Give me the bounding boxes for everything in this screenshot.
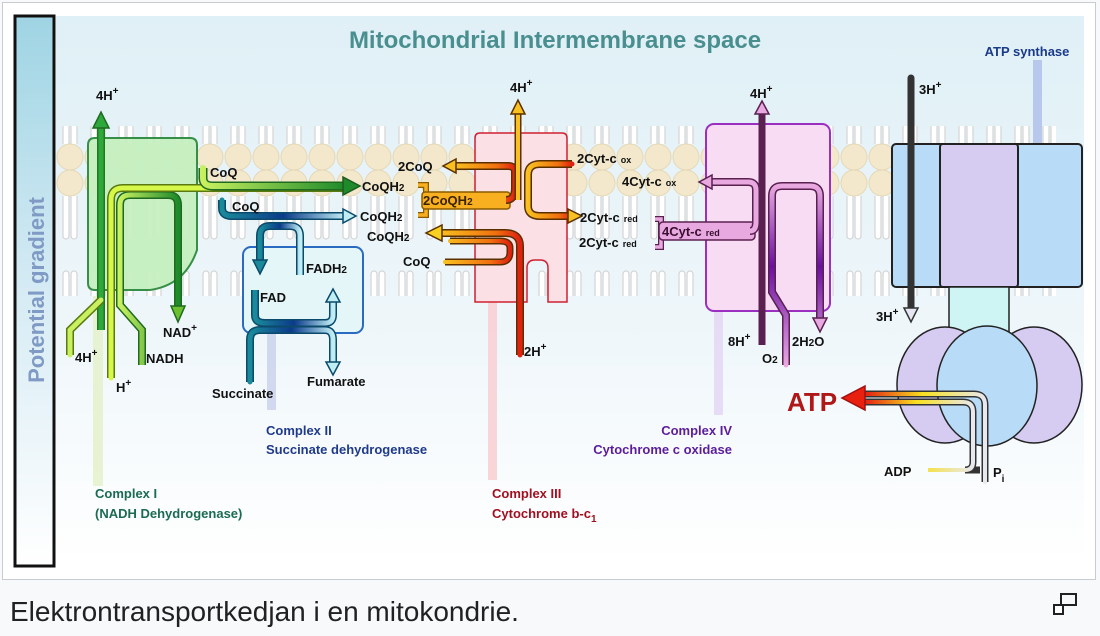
fadh2-label: FADH2 [306, 261, 347, 276]
complex2-name: Complex II [266, 423, 332, 438]
atp-synthase[interactable] [840, 74, 1083, 484]
potential-gradient-bar: Potential gradient [13, 14, 56, 568]
nadh-label: NADH [146, 351, 184, 366]
complex3-subtitle: Cytochrome b-c1 [492, 506, 597, 525]
complex1-stripe [93, 296, 103, 486]
coqh2-label-a: CoQH2 [362, 179, 405, 194]
complex2[interactable] [218, 197, 364, 385]
coq-label-3: CoQ [403, 254, 430, 269]
c1-bottom-4h-label: 4H+ [75, 348, 98, 365]
pi-label: Pi [993, 465, 1005, 485]
two-coq-label: 2CoQ [398, 159, 433, 174]
figure-caption: Elektrontransportkedjan i en mitokondrie… [10, 596, 519, 627]
complex3-name: Complex III [492, 486, 561, 501]
coq-label-2: CoQ [232, 199, 259, 214]
complex3[interactable] [418, 98, 584, 358]
coqh2-label-c: CoQH2 [367, 229, 410, 244]
enlarge-icon[interactable] [1052, 592, 1078, 616]
succinate-label: Succinate [212, 386, 273, 401]
c3-top-proton-label: 4H+ [510, 78, 533, 95]
coqh2-label-b: CoQH2 [360, 209, 403, 224]
atp-synthase-stripe [1033, 60, 1042, 150]
complex4-name: Complex IV [661, 423, 732, 438]
two-coqh2-label: 2CoQH2 [423, 193, 473, 208]
complex1[interactable] [66, 110, 362, 381]
complex4[interactable] [655, 99, 831, 368]
electron-transport-diagram[interactable]: Potential gradient Mitochondrial Interme… [0, 0, 1100, 590]
fumarate-label: Fumarate [307, 374, 366, 389]
atp-top-proton-label: 3H+ [919, 80, 942, 97]
o2-label: O2 [762, 351, 778, 366]
c1-bottom-h-label: H+ [116, 378, 131, 395]
complex2-caption: Complex II Succinate dehydrogenase [266, 423, 427, 457]
c3-bottom-proton-label: 2H+ [524, 342, 547, 359]
complex3-stripe [488, 300, 497, 480]
complex2-subtitle: Succinate dehydrogenase [266, 442, 427, 457]
nad-label: NAD+ [163, 323, 197, 340]
fad-label: FAD [260, 290, 286, 305]
c4-bottom-proton-label: 8H+ [728, 332, 751, 349]
coq-label-1: CoQ [210, 165, 237, 180]
adp-label: ADP [884, 464, 912, 479]
potential-gradient-label: Potential gradient [24, 196, 49, 382]
complex4-subtitle: Cytochrome c oxidase [593, 442, 732, 457]
complex4-caption: Complex IV Cytochrome c oxidase [593, 423, 732, 457]
c4-top-proton-label: 4H+ [750, 84, 773, 101]
complex3-caption: Complex III Cytochrome b-c1 [492, 486, 597, 525]
complex1-subtitle: (NADH Dehydrogenase) [95, 506, 242, 521]
atp-bottom-proton-label: 3H+ [876, 307, 899, 324]
diagram-title: Mitochondrial Intermembrane space [349, 27, 761, 54]
h2o-label: 2H2O [792, 334, 824, 349]
atp-synthase-label: ATP synthase [985, 44, 1070, 59]
complex1-name: Complex I [95, 486, 157, 501]
c1-top-proton-label: 4H+ [96, 86, 119, 103]
complex4-stripe [714, 310, 723, 415]
complex2-stripe [267, 330, 276, 410]
complex1-caption: Complex I (NADH Dehydrogenase) [95, 486, 242, 521]
atp-label: ATP [787, 387, 837, 417]
